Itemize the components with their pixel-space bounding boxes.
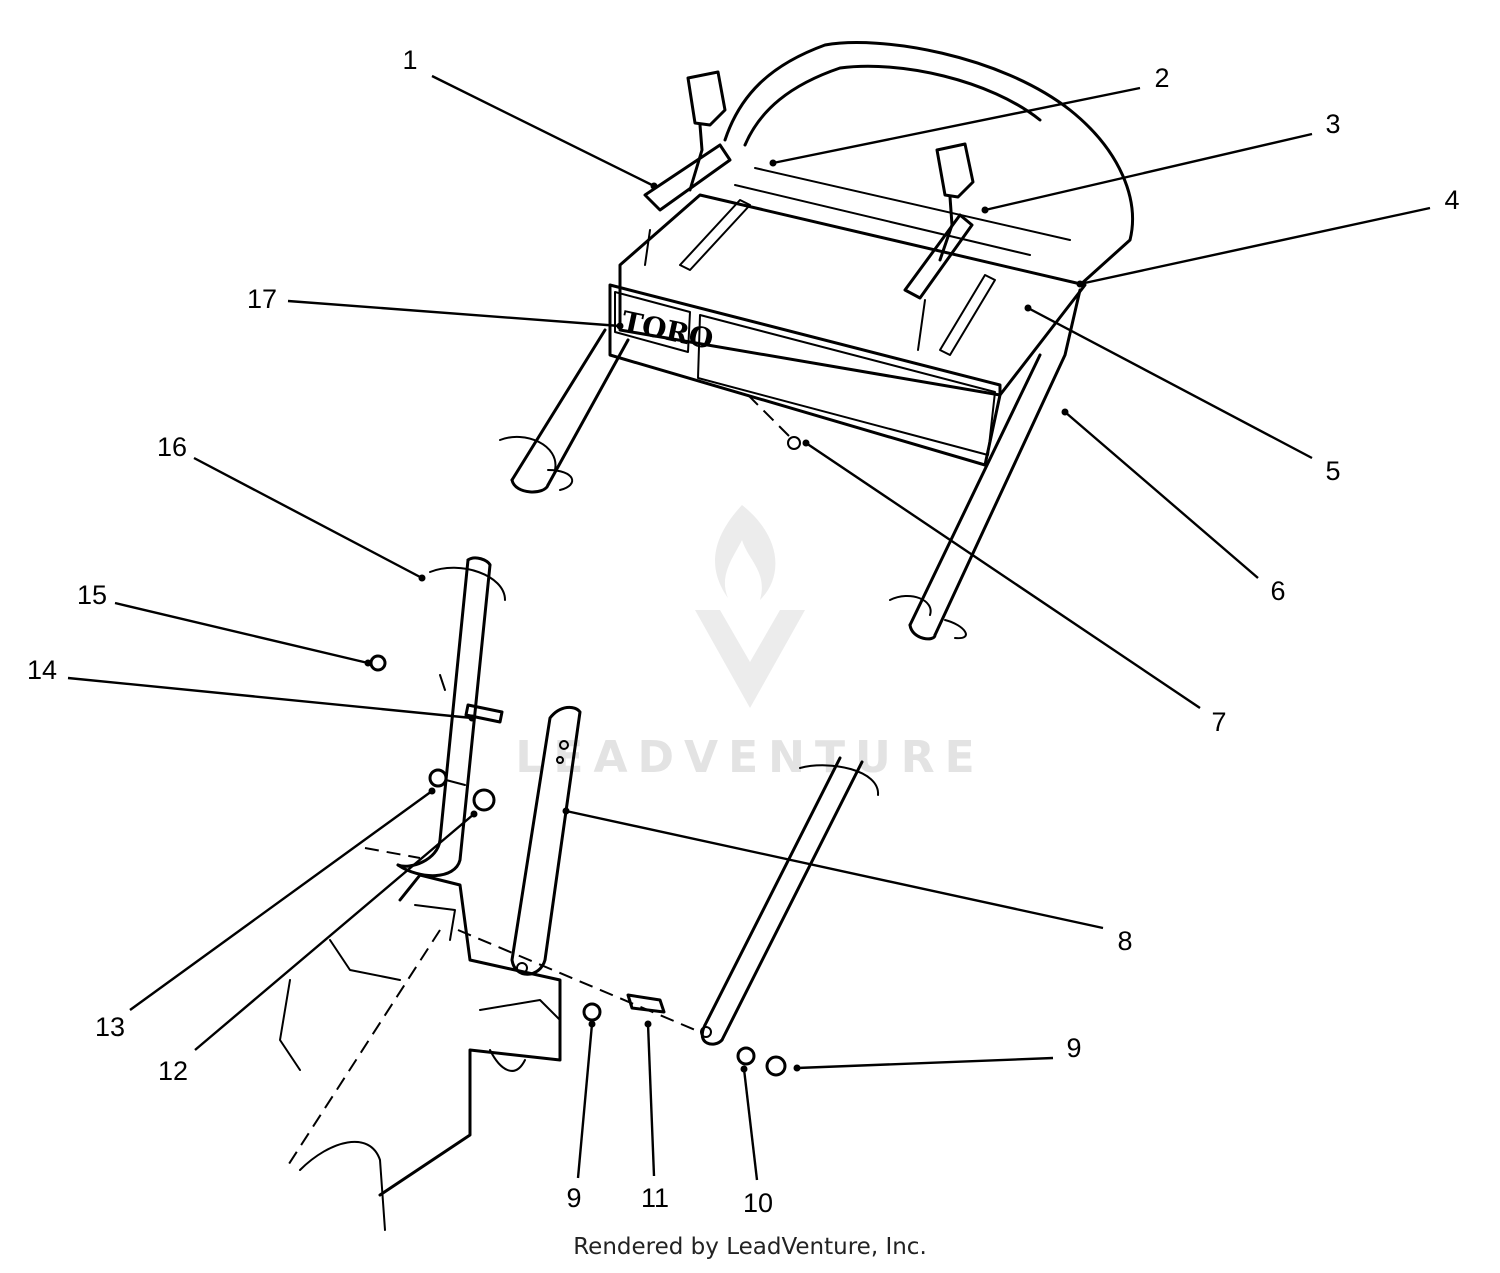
callout-leader-line (67, 676, 473, 720)
callout-leader-dot (1024, 304, 1032, 312)
callout-leader-dot (468, 714, 476, 722)
callout-leader-line (1079, 206, 1431, 286)
callout-leader-dot (364, 659, 372, 667)
callout-number: 6 (1270, 576, 1285, 606)
callout-leader-line (984, 132, 1313, 212)
callout-number: 8 (1117, 926, 1132, 956)
callout-leader-dot (1061, 408, 1069, 416)
watermark-text: LEADVENTURE (515, 732, 984, 783)
callout-leader-line (646, 1023, 656, 1177)
callout-leader-dot (769, 159, 777, 167)
callout-number: 5 (1325, 456, 1340, 486)
throttle-lever-right (903, 142, 975, 351)
callout-leader-line (565, 809, 1104, 930)
callout-leader-dot (470, 810, 478, 818)
callout-leader-line (772, 86, 1141, 165)
callout-number: 7 (1211, 707, 1226, 737)
upper-handle-assembly: TORO (499, 41, 1134, 641)
callout-leader-line (287, 299, 621, 328)
callout-leader-line (129, 790, 433, 1011)
callout-leader-line (742, 1068, 759, 1181)
callout-number: 9 (566, 1183, 581, 1213)
callout-leader-dot (428, 787, 436, 795)
callout-number: 14 (27, 655, 57, 685)
callout-leader-line (193, 456, 423, 580)
callout-9-9: 9 (566, 1020, 596, 1213)
callout-number: 4 (1444, 185, 1459, 215)
callout-10-10: 10 (740, 1065, 773, 1218)
callout-leader-dot (644, 1020, 652, 1028)
callout-leader-dot (802, 439, 810, 447)
callout-2-1: 2 (769, 63, 1170, 167)
callout-number: 15 (77, 580, 107, 610)
callout-leader-line (1064, 411, 1259, 579)
callout-13-13: 13 (95, 787, 436, 1042)
callout-leader-dot (793, 1064, 801, 1072)
callout-leader-line (1027, 306, 1313, 460)
throttle-lever-left (643, 70, 732, 266)
callout-number: 10 (743, 1188, 773, 1218)
callout-leader-dot (588, 1020, 596, 1028)
callout-leader-line (114, 601, 369, 665)
callout-leader-dot (981, 206, 989, 214)
callout-11-11: 11 (641, 1020, 669, 1213)
callout-leader-line (796, 1056, 1054, 1070)
callout-leader-line (576, 1023, 594, 1179)
callout-number: 9 (1066, 1033, 1081, 1063)
lower-handle-assembly (279, 556, 880, 1231)
callout-16-16: 16 (157, 432, 426, 582)
callout-6-5: 6 (1061, 408, 1286, 606)
callout-15-15: 15 (77, 580, 372, 667)
callout-number: 12 (158, 1056, 188, 1086)
callout-leader-line (431, 74, 655, 188)
callout-leader-dot (562, 807, 570, 815)
footer-credit: Rendered by LeadVenture, Inc. (573, 1234, 927, 1260)
callout-number: 16 (157, 432, 187, 462)
callout-12-12: 12 (158, 810, 478, 1086)
callout-number: 17 (247, 284, 277, 314)
callout-9-8: 9 (793, 1033, 1082, 1072)
callout-number: 13 (95, 1012, 125, 1042)
callout-leader-dot (1076, 280, 1084, 288)
callout-leader-dot (616, 322, 624, 330)
callout-leader-dot (650, 182, 658, 190)
leadventure-flame-icon (695, 505, 805, 708)
callout-leader-dot (418, 574, 426, 582)
watermark: LEADVENTURE (515, 505, 984, 783)
callout-number: 11 (641, 1183, 669, 1213)
callout-3-2: 3 (981, 109, 1341, 214)
callout-number: 2 (1154, 63, 1169, 93)
callout-leader-line (194, 813, 475, 1051)
callout-leader-dot (740, 1065, 748, 1073)
callout-4-3: 4 (1076, 185, 1460, 288)
callout-14-14: 14 (27, 655, 476, 722)
callout-8-7: 8 (562, 807, 1133, 956)
callout-17-17: 17 (247, 284, 624, 330)
callout-5-4: 5 (1024, 304, 1341, 486)
callout-number: 1 (402, 45, 417, 75)
callout-number: 3 (1325, 109, 1340, 139)
callout-1-0: 1 (402, 45, 658, 190)
callout-leader-line (805, 442, 1201, 709)
callout-7-6: 7 (802, 439, 1227, 737)
brand-logo: TORO (619, 305, 717, 357)
